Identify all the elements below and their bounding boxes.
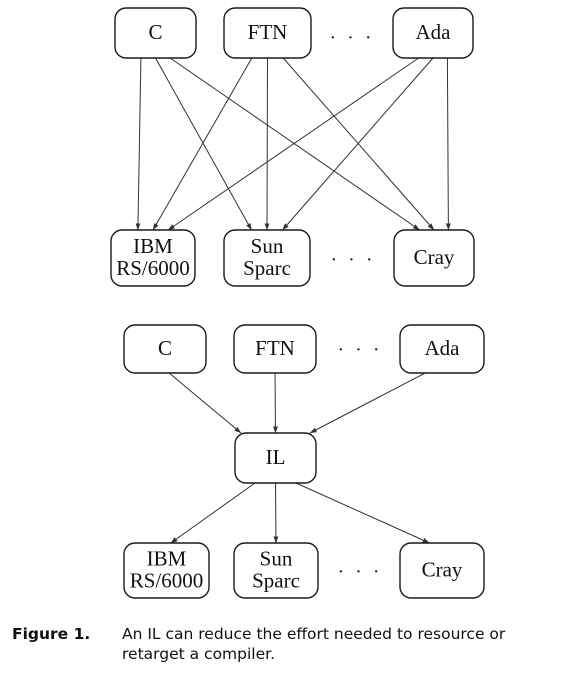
edge-bottom-il-to-cray — [295, 482, 430, 544]
edge-top-c-to-ibm — [135, 57, 142, 231]
target-ibm-rs-6000-bottom-label: RS/6000 — [130, 568, 204, 592]
figure-label: Figure 1. — [12, 625, 91, 643]
edge-bottom-ftn-to-il — [272, 372, 278, 434]
intermediate-il: IL — [234, 432, 317, 484]
target-ibm-rs-6000-top-label: RS/6000 — [116, 256, 190, 280]
source-ftn-bottom: FTN — [233, 324, 317, 374]
ellipses: · · · · · · · · · · · · — [330, 27, 383, 583]
target-ibm-rs-6000-bottom-frame — [123, 542, 210, 599]
target-cray-bottom: Cray — [399, 542, 485, 599]
ellipsis-sources-bottom: · · · — [338, 339, 383, 361]
target-cray-bottom-frame — [399, 542, 485, 599]
target-cray-top: Cray — [393, 229, 475, 287]
source-ada-top-frame — [392, 7, 474, 59]
edge-top-ftn-to-cray — [282, 57, 435, 231]
edge-top-ftn-to-ibm — [152, 57, 253, 231]
ellipsis-sources-top: · · · — [330, 27, 375, 49]
target-sun-sparc-bottom-frame — [233, 542, 319, 599]
source-c-top: C — [114, 7, 197, 59]
edges — [135, 57, 451, 544]
edge-bottom-ada-to-il — [309, 372, 426, 434]
edge-top-ada-to-ibm — [167, 57, 419, 231]
target-ibm-rs-6000-top-frame — [110, 229, 196, 287]
edge-top-ada-to-cray — [445, 57, 451, 231]
source-ada-bottom: Ada — [399, 324, 485, 374]
edge-bottom-c-to-il — [168, 372, 242, 434]
source-ftn-bottom-frame — [233, 324, 317, 374]
intermediate-il-frame — [234, 432, 317, 484]
target-sun-sparc-top-label: Sun — [251, 234, 284, 258]
target-ibm-rs-6000-top-label: IBM — [133, 234, 173, 258]
target-sun-sparc-top-label: Sparc — [243, 256, 291, 280]
target-cray-bottom-label: Cray — [422, 557, 463, 581]
source-ftn-top-frame — [223, 7, 312, 59]
intermediate-il-label: IL — [266, 445, 286, 469]
target-sun-sparc-bottom-label: Sparc — [252, 568, 300, 592]
target-cray-top-label: Cray — [414, 245, 455, 269]
target-sun-sparc-bottom-label: Sun — [260, 546, 293, 570]
source-ftn-top-label: FTN — [248, 20, 288, 44]
source-c-bottom: C — [123, 324, 207, 374]
edge-top-ftn-to-sun — [264, 57, 270, 231]
source-c-bottom-label: C — [158, 336, 172, 360]
source-ftn-bottom-label: FTN — [255, 336, 295, 360]
edge-bottom-il-to-ibm — [170, 482, 256, 544]
figure-caption: Figure 1. An IL can reduce the effort ne… — [12, 624, 562, 664]
caption-text: An IL can reduce the effort needed to re… — [122, 625, 506, 663]
edge-top-c-to-sun — [155, 57, 252, 231]
source-ftn-top: FTN — [223, 7, 312, 59]
source-ada-bottom-label: Ada — [425, 336, 461, 360]
target-cray-top-frame — [393, 229, 475, 287]
ellipsis-targets-bottom: · · · — [338, 561, 383, 583]
edge-top-ada-to-sun — [282, 57, 434, 231]
source-c-top-label: C — [148, 20, 162, 44]
source-ada-bottom-frame — [399, 324, 485, 374]
source-ada-top-label: Ada — [416, 20, 452, 44]
source-c-top-frame — [114, 7, 197, 59]
target-ibm-rs-6000-bottom-label: IBM — [147, 546, 187, 570]
edge-bottom-il-to-sun — [273, 482, 279, 544]
source-c-bottom-frame — [123, 324, 207, 374]
source-ada-top: Ada — [392, 7, 474, 59]
edge-top-c-to-cray — [169, 57, 420, 231]
target-sun-sparc-top-frame — [223, 229, 311, 287]
ellipsis-targets-top: · · · — [331, 249, 376, 271]
